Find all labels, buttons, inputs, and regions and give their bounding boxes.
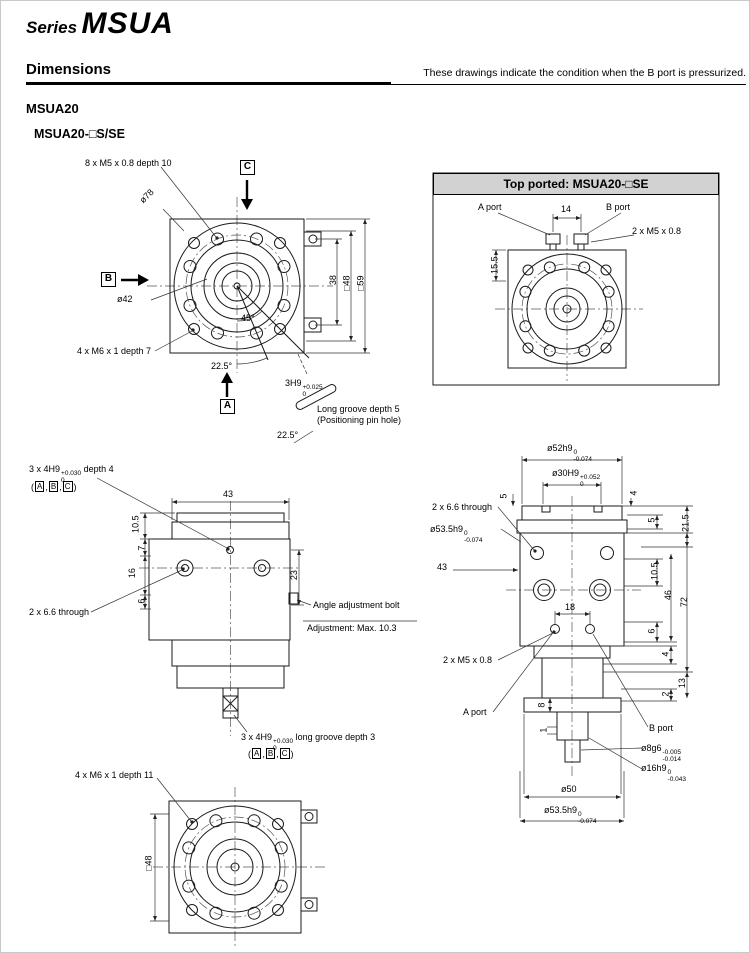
section-dim-215: 21.5 xyxy=(680,514,691,532)
paren-open: ( xyxy=(248,749,251,759)
section-bolt-label: 2 x M5 x 0.8 xyxy=(443,655,493,665)
section-dim-6: 6 xyxy=(646,628,657,634)
view-label-c: C xyxy=(240,160,255,175)
section-dim-4b: 4 xyxy=(660,651,671,657)
front-angle-225-label: 22.5° xyxy=(211,361,233,371)
side-dim-6: 6 xyxy=(136,598,147,604)
section-dim-46: 46 xyxy=(662,590,673,601)
front-groove-note-1: Long groove depth 5 xyxy=(317,404,400,414)
title-rule-thick xyxy=(26,82,391,85)
view-label-a: A xyxy=(220,399,235,414)
series-prefix: Series xyxy=(26,18,78,37)
comma: , xyxy=(262,749,265,759)
page-title: Series MSUA xyxy=(26,7,174,41)
top-ported-title: Top ported: MSUA20-□SE xyxy=(433,173,719,195)
groove-base: 3H9 xyxy=(285,378,302,388)
section-dia50-dim: ø50 xyxy=(561,784,577,794)
side-groove-positions: (A,B,C) xyxy=(248,748,294,759)
section-dim-13: 13 xyxy=(676,678,687,689)
bottom-dim-sq48: □48 xyxy=(143,855,154,871)
side-angle-bolt-label: Angle adjustment bolt xyxy=(313,600,400,610)
top-ported-dim-14: 14 xyxy=(561,204,572,214)
comma: , xyxy=(45,482,48,492)
series-name: MSUA xyxy=(81,7,174,40)
view-label-b: B xyxy=(101,272,116,287)
section-dim-5a: 5 xyxy=(498,493,509,499)
section-b-port-label: B port xyxy=(649,723,674,733)
front-dim-sq59: □59 xyxy=(355,275,366,291)
side-dim-43: 43 xyxy=(223,489,234,499)
side-adjustment-label: Adjustment: Max. 10.3 xyxy=(307,623,397,633)
front-view-linework xyxy=(121,166,370,444)
top-ported-dim-155: 15.5 xyxy=(489,256,500,274)
section-a-port-label: A port xyxy=(463,707,487,717)
top-ported-linework xyxy=(432,172,720,386)
section-dim-18: 18 xyxy=(565,602,576,612)
section-dim-2: 2 xyxy=(660,691,671,697)
boxed-letter-b: B xyxy=(48,481,59,492)
boxed-letter-c: C xyxy=(62,481,73,492)
side-dim-23: 23 xyxy=(288,570,299,581)
section-dim-4a: 4 xyxy=(628,490,639,496)
model-heading: MSUA20 xyxy=(26,101,79,116)
boxed-letter-c: C xyxy=(279,748,290,759)
side-view-linework xyxy=(90,477,417,736)
section-dim-72: 72 xyxy=(678,597,689,608)
top-ported-a-port-label: A port xyxy=(478,202,502,212)
section-dim-8: 8 xyxy=(536,702,547,708)
paren-close: ) xyxy=(290,749,294,759)
front-detail-angle-label: 22.5° xyxy=(277,430,299,440)
side-dim-16: 16 xyxy=(126,568,137,579)
paren-open: ( xyxy=(31,482,34,492)
comma: , xyxy=(276,749,279,759)
side-dim-105: 10.5 xyxy=(130,515,141,533)
section-dim-1: 1 xyxy=(538,727,549,733)
section-dim-5b: 5 xyxy=(646,517,657,523)
front-dim-38: 38 xyxy=(327,275,338,286)
boxed-letter-b: B xyxy=(265,748,276,759)
boxed-letter-a: A xyxy=(252,748,262,759)
side-holes-positions: (A,B,C) xyxy=(31,481,77,492)
front-dim-sq48: □48 xyxy=(341,275,352,291)
title-rule-thin xyxy=(391,84,746,85)
pressurization-note: These drawings indicate the condition wh… xyxy=(423,67,746,79)
variant-heading: MSUA20-□S/SE xyxy=(34,127,125,141)
section-title: Dimensions xyxy=(26,61,112,78)
section-dim-105: 10.5 xyxy=(649,562,660,580)
front-groove-note-2: (Positioning pin hole) xyxy=(317,415,402,425)
front-dia42-label: ø42 xyxy=(117,294,133,304)
bottom-bolt-label: 4 x M6 x 1 depth 11 xyxy=(75,770,154,780)
front-bolt-bottom-label: 4 x M6 x 1 depth 7 xyxy=(77,346,152,356)
paren-close: ) xyxy=(73,482,77,492)
top-ported-b-port-label: B port xyxy=(606,202,631,212)
top-ported-bolt-label: 2 x M5 x 0.8 xyxy=(632,226,682,236)
section-dia8-dim: ø8g6-0.005-0.014 xyxy=(641,743,681,763)
section-through-label: 2 x 6.6 through xyxy=(432,502,493,512)
comma: , xyxy=(59,482,62,492)
section-dim-43: 43 xyxy=(437,562,448,572)
side-dim-7: 7 xyxy=(136,545,147,551)
boxed-letter-a: A xyxy=(35,481,45,492)
bottom-view-linework xyxy=(150,777,325,947)
side-through-label: 2 x 6.6 through xyxy=(29,607,90,617)
front-angle-45-label: 45° xyxy=(241,313,255,323)
section-view-linework xyxy=(453,456,693,823)
front-bolt-top-label: 8 x M5 x 0.8 depth 10 xyxy=(85,158,172,168)
